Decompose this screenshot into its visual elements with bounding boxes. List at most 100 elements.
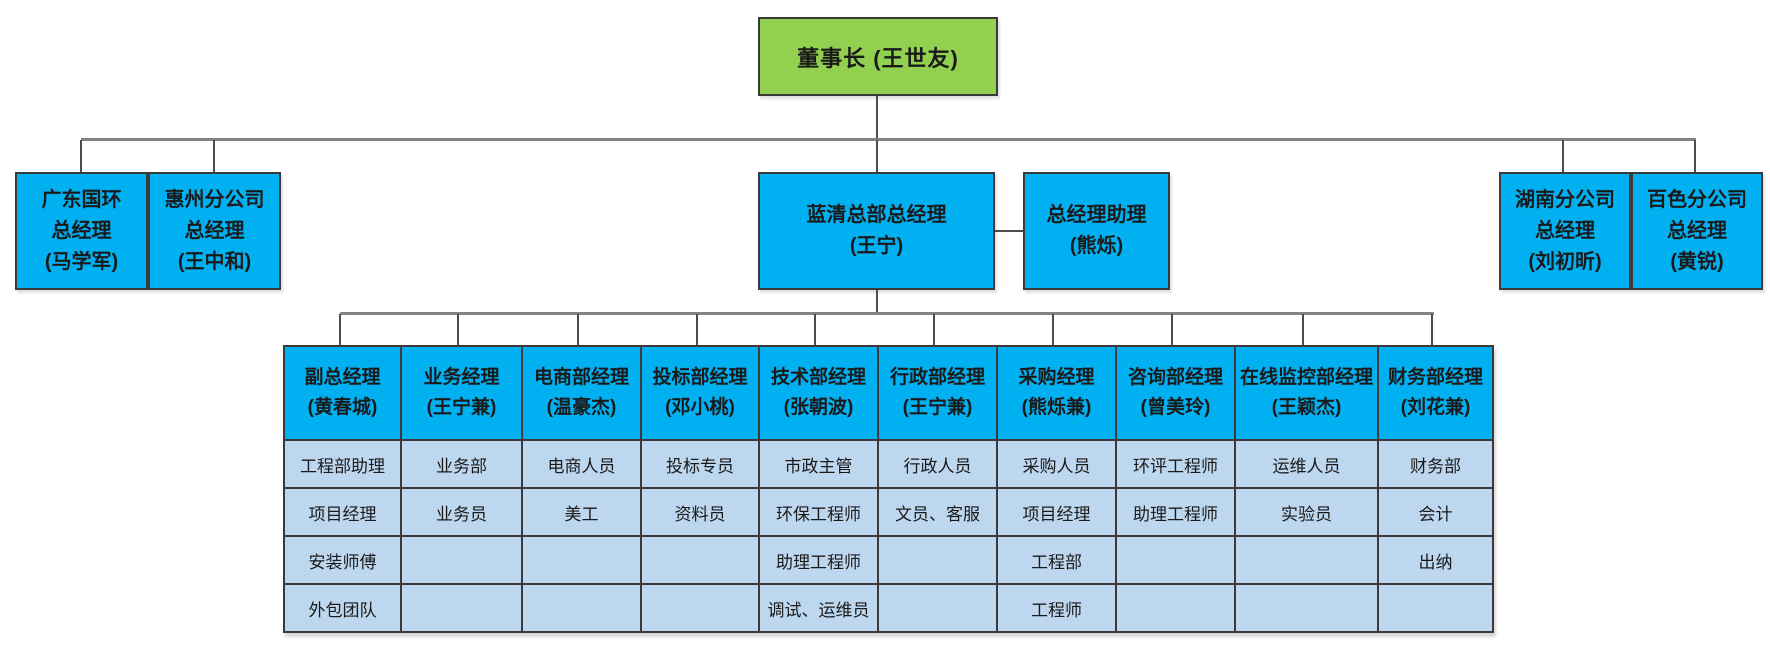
connector-dept-drop-9 [1302,314,1304,345]
branch-label: 总经理 [51,219,112,242]
dept-person: (熊烁兼) [1021,397,1092,418]
staff-cell: 资料员 [642,487,758,535]
dept-column-ecommerce: 电商部经理 (温豪杰) 电商人员 美工 [521,347,640,631]
staff-cell: 调试、运维员 [760,583,877,631]
staff-cell: 工程部助理 [285,439,400,487]
connector-gm-trunk [876,290,878,312]
staff-cell: 市政主管 [760,439,877,487]
connector-drop-lanqing [876,140,878,172]
staff-cell: 业务员 [402,487,521,535]
dept-header: 采购经理 (熊烁兼) [998,347,1115,439]
branch-box-hunan: 湖南分公司 总经理 (刘初昕) [1499,172,1631,290]
staff-cell [642,583,758,631]
staff-cell: 环评工程师 [1117,439,1234,487]
staff-cell: 助理工程师 [1117,487,1234,535]
branch-person: (王中和) [177,250,252,273]
staff-cell: 文员、客服 [879,487,996,535]
staff-cell: 采购人员 [998,439,1115,487]
connector-dept-drop-1 [339,314,341,345]
connector-assistant-link [995,230,1023,232]
dept-person: (黄春城) [307,397,378,418]
staff-cell: 助理工程师 [760,535,877,583]
staff-cell: 外包团队 [285,583,400,631]
staff-cell [1379,583,1492,631]
chairman-box: 董事长 (王世友) [758,17,998,96]
connector-level2-rail [81,138,1696,141]
staff-cell: 电商人员 [523,439,640,487]
dept-title: 业务经理 [423,367,500,388]
dept-person: (温豪杰) [546,397,617,418]
staff-cell: 财务部 [1379,439,1492,487]
dept-title: 技术部经理 [770,367,866,388]
staff-cell: 投标专员 [642,439,758,487]
staff-cell [1117,535,1234,583]
staff-cell [402,583,521,631]
staff-cell: 实验员 [1236,487,1377,535]
staff-cell [523,583,640,631]
branch-label: 总经理 [1535,219,1595,242]
dept-title: 副总经理 [304,367,381,388]
dept-person: (刘花兼) [1400,397,1471,418]
department-table: 副总经理 (黄春城) 工程部助理 项目经理 安装师傅 外包团队 业务经理 (王宁… [283,345,1494,633]
dept-header: 副总经理 (黄春城) [285,347,400,439]
dept-header: 咨询部经理 (曾美玲) [1117,347,1234,439]
connector-dept-drop-4 [696,314,698,345]
branch-person: (黄锐) [1670,250,1724,273]
dept-column-business: 业务经理 (王宁兼) 业务部 业务员 [400,347,521,631]
staff-cell: 行政人员 [879,439,996,487]
dept-column-vice-gm: 副总经理 (黄春城) 工程部助理 项目经理 安装师傅 外包团队 [285,347,400,631]
connector-dept-drop-6 [933,314,935,345]
connector-drop-huizhou [213,140,215,172]
dept-header: 技术部经理 (张朝波) [760,347,877,439]
branch-label: 广东国环 [41,188,122,211]
connector-dept-drop-10 [1431,314,1433,345]
connector-chairman-trunk [876,96,878,138]
dept-header: 投标部经理 (邓小桃) [642,347,758,439]
staff-cell: 环保工程师 [760,487,877,535]
dept-person: (王宁兼) [902,397,973,418]
staff-cell: 项目经理 [285,487,400,535]
staff-cell: 运维人员 [1236,439,1377,487]
connector-drop-baise [1694,140,1696,172]
dept-person: (王颖杰) [1271,397,1342,418]
staff-cell [1236,583,1377,631]
branch-box-baise: 百色分公司 总经理 (黄锐) [1631,172,1763,290]
branch-label: 总经理助理 [1046,204,1147,226]
connector-dept-drop-8 [1171,314,1173,345]
branch-box-gm-assistant: 总经理助理 (熊烁) [1023,172,1170,290]
dept-person: (邓小桃) [665,397,735,418]
dept-title: 行政部经理 [889,367,985,388]
branch-label: 惠州分公司 [164,188,265,211]
dept-column-technology: 技术部经理 (张朝波) 市政主管 环保工程师 助理工程师 调试、运维员 [758,347,877,631]
branch-person: (刘初昕) [1528,250,1602,273]
dept-header: 业务经理 (王宁兼) [402,347,521,439]
dept-column-bidding: 投标部经理 (邓小桃) 投标专员 资料员 [640,347,758,631]
dept-column-finance: 财务部经理 (刘花兼) 财务部 会计 出纳 [1377,347,1492,631]
branch-label: 蓝清总部总经理 [806,204,947,226]
staff-cell [642,535,758,583]
staff-cell: 美工 [523,487,640,535]
dept-column-online-monitoring: 在线监控部经理 (王颖杰) 运维人员 实验员 [1234,347,1377,631]
branch-person: (熊烁) [1069,235,1124,257]
dept-title: 在线监控部经理 [1239,367,1373,388]
dept-person: (张朝波) [783,397,854,418]
staff-cell [879,535,996,583]
staff-cell: 工程部 [998,535,1115,583]
connector-dept-drop-3 [577,314,579,345]
branch-label: 总经理 [1667,219,1727,242]
dept-title: 财务部经理 [1387,367,1483,388]
connector-dept-drop-7 [1052,314,1054,345]
connector-dept-drop-5 [814,314,816,345]
staff-cell [402,535,521,583]
staff-cell [879,583,996,631]
staff-cell: 安装师傅 [285,535,400,583]
dept-column-procurement: 采购经理 (熊烁兼) 采购人员 项目经理 工程部 工程师 [996,347,1115,631]
branch-box-huizhou: 惠州分公司 总经理 (王中和) [148,172,281,290]
branch-box-lanqing-hq-gm: 蓝清总部总经理 (王宁) [758,172,995,290]
dept-title: 采购经理 [1018,367,1095,388]
staff-cell: 会计 [1379,487,1492,535]
connector-drop-hunan [1562,140,1564,172]
dept-header: 行政部经理 (王宁兼) [879,347,996,439]
branch-label: 总经理 [184,219,245,242]
